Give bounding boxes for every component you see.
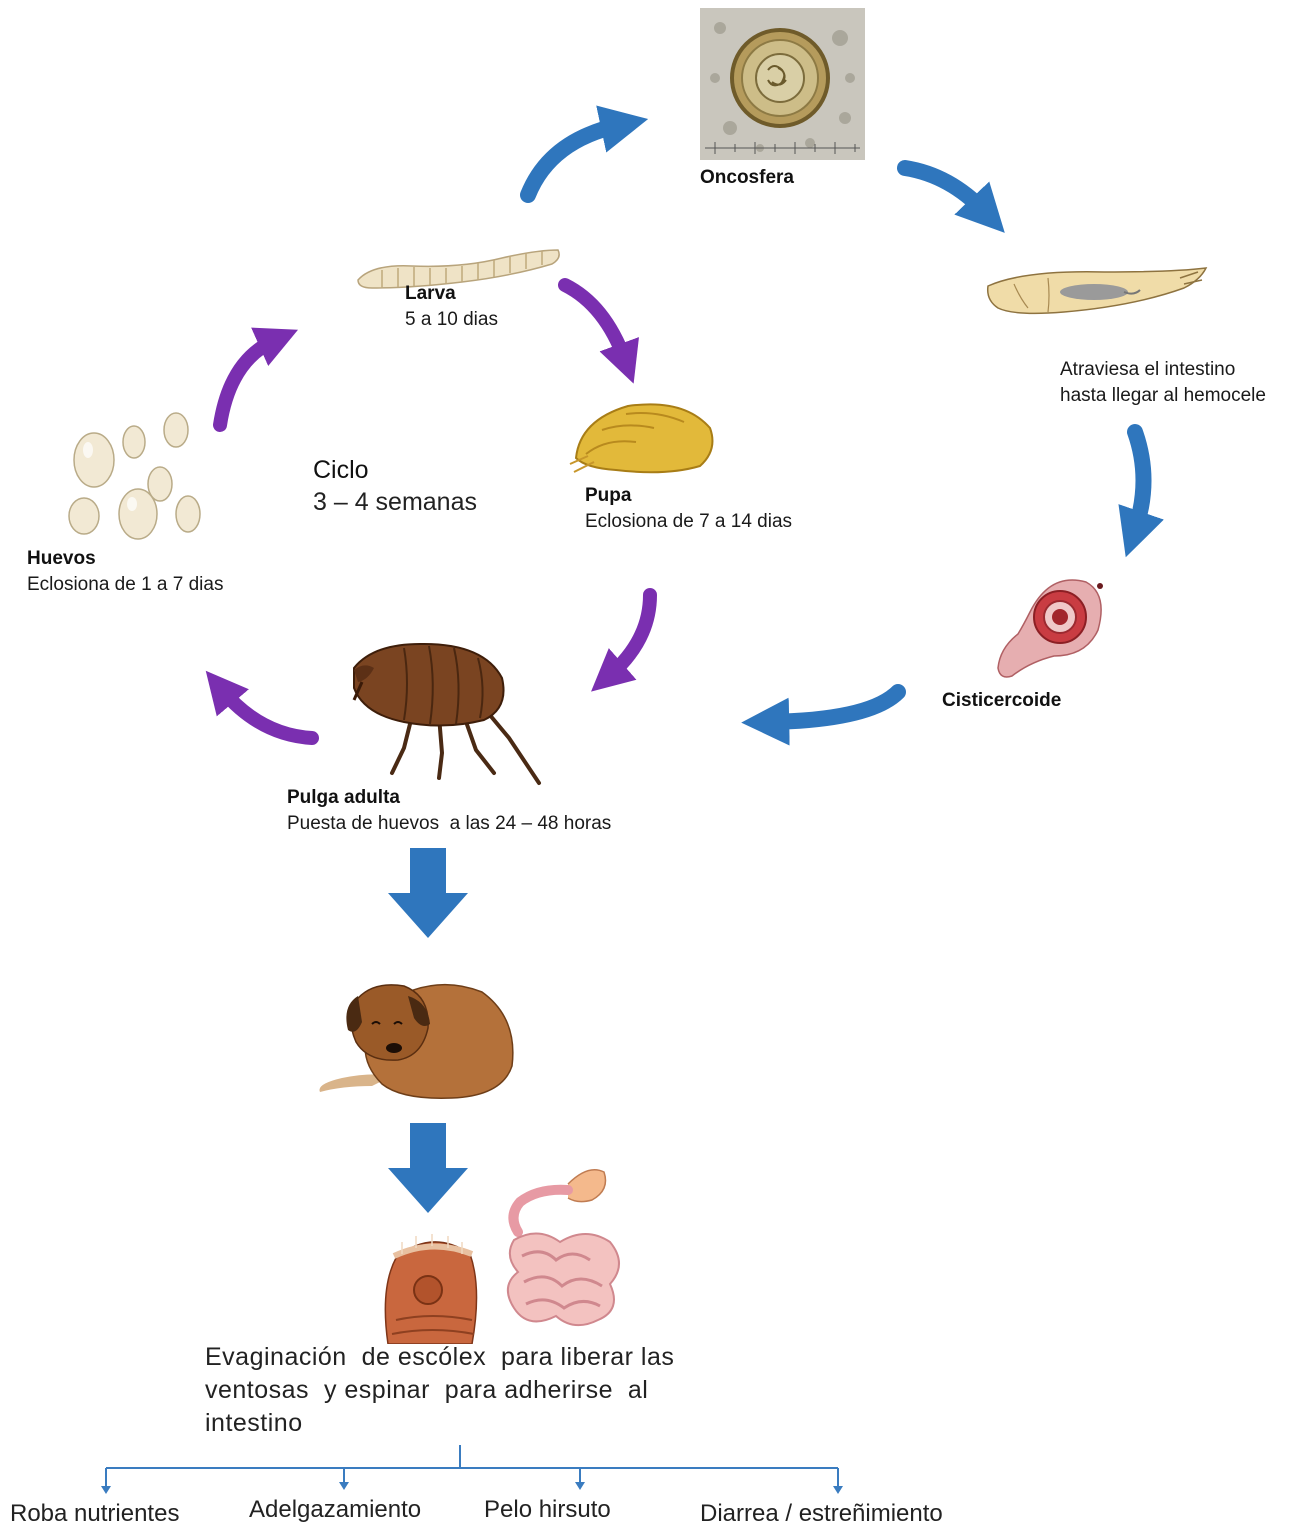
arrow-down-pulga-to-dog [388,848,468,938]
arrow-cisticercoide-to-pulga [770,692,898,722]
arrow-pupa-to-pulga [610,595,650,675]
pulga-subtitle: Puesta de huevos a las 24 – 48 horas [287,812,611,836]
oncosfera-image [700,8,865,160]
description-line2: ventosas y espinar para adherirse al [205,1374,648,1407]
description-line1: Evaginación de escólex para liberar las [205,1341,674,1374]
effect-roba-nutrientes: Roba nutrientes [10,1499,179,1529]
hemocele-line2: hasta llegar al hemocele [1060,384,1266,408]
arrow-hemocele-to-cisticercoide [1135,432,1144,530]
pupa-title: Pupa [585,484,631,508]
larva-subtitle: 5 a 10 dias [405,308,498,332]
huevos-subtitle: Eclosiona de 1 a 7 dias [27,573,223,597]
pupa-image [566,398,718,476]
arrow-larva-to-oncosfera [528,125,620,195]
description-line3: intestino [205,1407,303,1440]
effect-pelo-hirsuto: Pelo hirsuto [484,1495,611,1525]
intestine-image [498,1160,634,1336]
insect-host-image [984,262,1210,322]
pulga-title: Pulga adulta [287,786,400,810]
larva-image [352,242,564,294]
escolex-image [376,1228,488,1344]
dog-image [312,966,520,1100]
effect-diarrea: Diarrea / estreñimiento [700,1499,943,1529]
effect-adelgazamiento: Adelgazamiento [249,1495,421,1525]
pupa-subtitle: Eclosiona de 7 a 14 dias [585,510,792,534]
larva-title: Larva [405,282,456,306]
hemocele-line1: Atraviesa el intestino [1060,358,1235,382]
cisticercoide-title: Cisticercoide [942,689,1061,713]
arrow-down-dog-to-intestine [388,1123,468,1213]
huevos-title: Huevos [27,547,96,571]
cisticercoide-image [990,572,1110,680]
arrow-oncosfera-to-insect [905,168,985,212]
ciclo-duration: 3 – 4 semanas [313,486,477,518]
arrow-huevos-to-larva [220,340,275,425]
pulga-image [344,638,544,788]
oncosfera-title: Oncosfera [700,166,794,190]
arrow-pulga-to-huevos [222,690,312,738]
ciclo-title: Ciclo [313,454,369,486]
effects-tree [106,1445,838,1488]
arrow-larva-to-pupa [565,285,625,360]
huevos-image [62,408,212,542]
